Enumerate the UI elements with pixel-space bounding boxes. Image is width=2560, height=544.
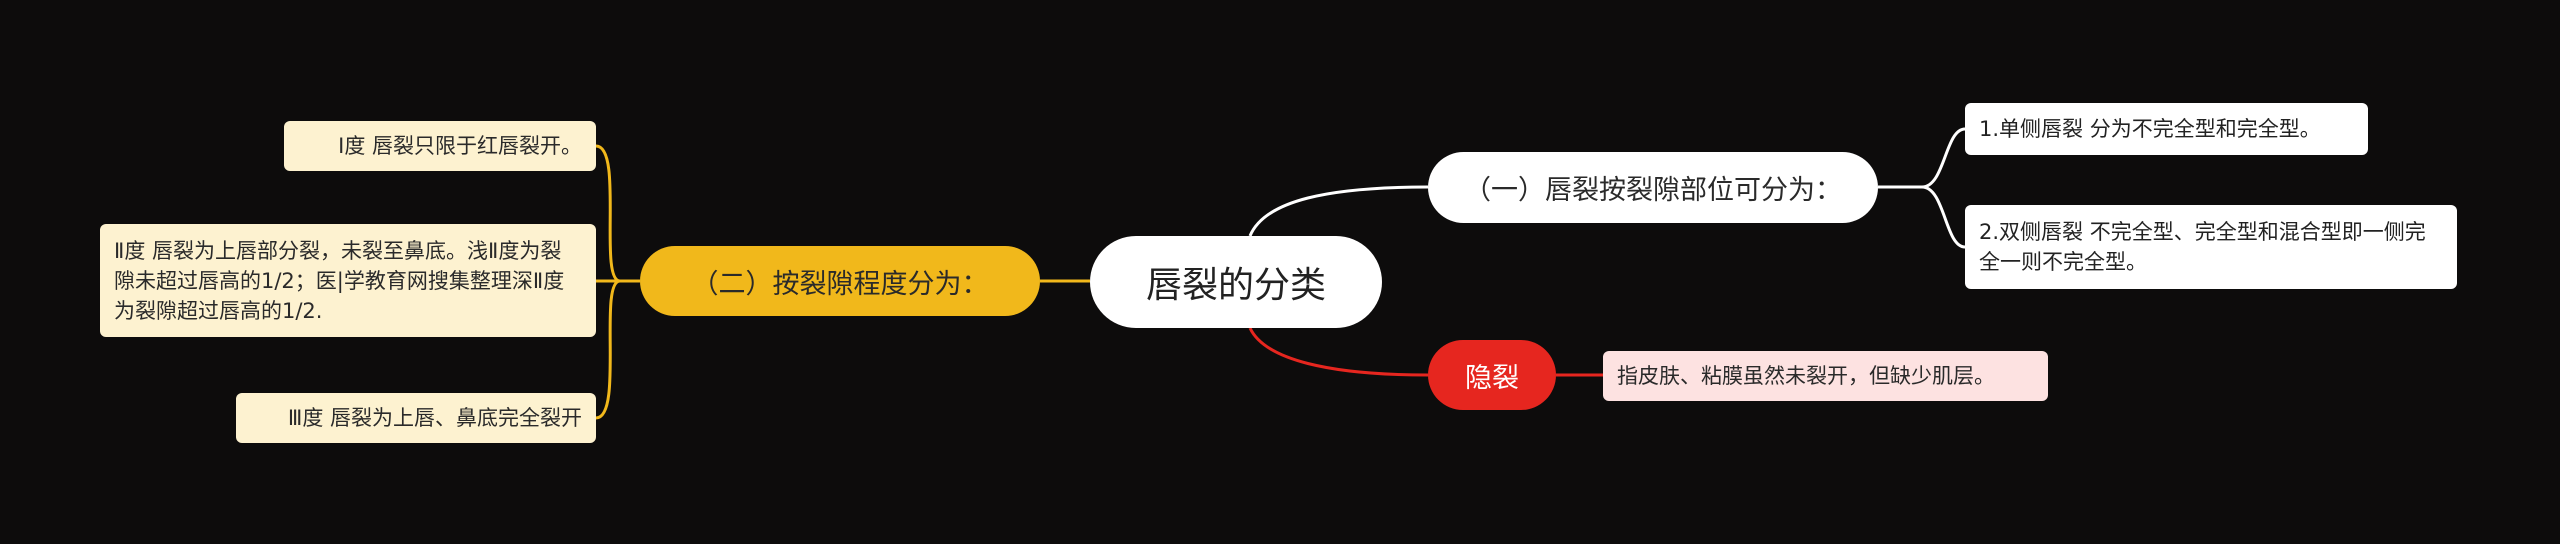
branch-node-label: 隐裂: [1465, 362, 1519, 394]
branch-node-degree[interactable]: （二）按裂隙程度分为：: [640, 246, 1040, 316]
branch-node-label: （二）按裂隙程度分为：: [691, 268, 989, 300]
leaf-node-text: Ⅲ度 唇裂为上唇、鼻底完全裂开: [287, 406, 582, 430]
leaf-node-occult-desc[interactable]: 指皮肤、粘膜虽然未裂开，但缺少肌层。: [1603, 351, 2048, 401]
leaf-node-text: Ⅰ度 唇裂只限于红唇裂开。: [338, 134, 582, 158]
connector-root-to-branch-1: [1248, 185, 1429, 237]
connector-root-to-branch-3: [1248, 327, 1429, 377]
leaf-node-unilateral[interactable]: 1.单侧唇裂 分为不完全型和完全型。: [1965, 103, 2368, 155]
connector-branch-2-to-leaf-1: [595, 144, 640, 283]
leaf-node-degree-1[interactable]: Ⅰ度 唇裂只限于红唇裂开。: [284, 121, 596, 171]
root-node-label: 唇裂的分类: [1145, 265, 1326, 306]
connector-branch-1-to-leaf-1: [1878, 127, 1966, 189]
leaf-node-degree-3[interactable]: Ⅲ度 唇裂为上唇、鼻底完全裂开: [236, 393, 596, 443]
root-node[interactable]: 唇裂的分类: [1090, 236, 1382, 328]
leaf-node-text: 指皮肤、粘膜虽然未裂开，但缺少肌层。: [1617, 364, 1995, 388]
branch-node-occult[interactable]: 隐裂: [1428, 340, 1556, 410]
leaf-node-text: 2.双侧唇裂 不完全型、完全型和混合型即一侧完全一则不完全型。: [1979, 220, 2426, 274]
branch-node-location[interactable]: （一）唇裂按裂隙部位可分为：: [1428, 152, 1878, 223]
leaf-node-degree-2[interactable]: Ⅱ度 唇裂为上唇部分裂，未裂至鼻底。浅Ⅱ度为裂隙未超过唇高的1/2；医|学教育网…: [100, 224, 596, 337]
connector-branch-2-to-leaf-3: [595, 279, 621, 420]
leaf-node-text: Ⅱ度 唇裂为上唇部分裂，未裂至鼻底。浅Ⅱ度为裂隙未超过唇高的1/2；医|学教育网…: [114, 238, 565, 323]
leaf-node-bilateral[interactable]: 2.双侧唇裂 不完全型、完全型和混合型即一侧完全一则不完全型。: [1965, 205, 2457, 289]
leaf-node-text: 1.单侧唇裂 分为不完全型和完全型。: [1979, 117, 2321, 141]
branch-node-label: （一）唇裂按裂隙部位可分为：: [1464, 175, 1842, 206]
connector-branch-1-to-leaf-2: [1921, 185, 1966, 249]
